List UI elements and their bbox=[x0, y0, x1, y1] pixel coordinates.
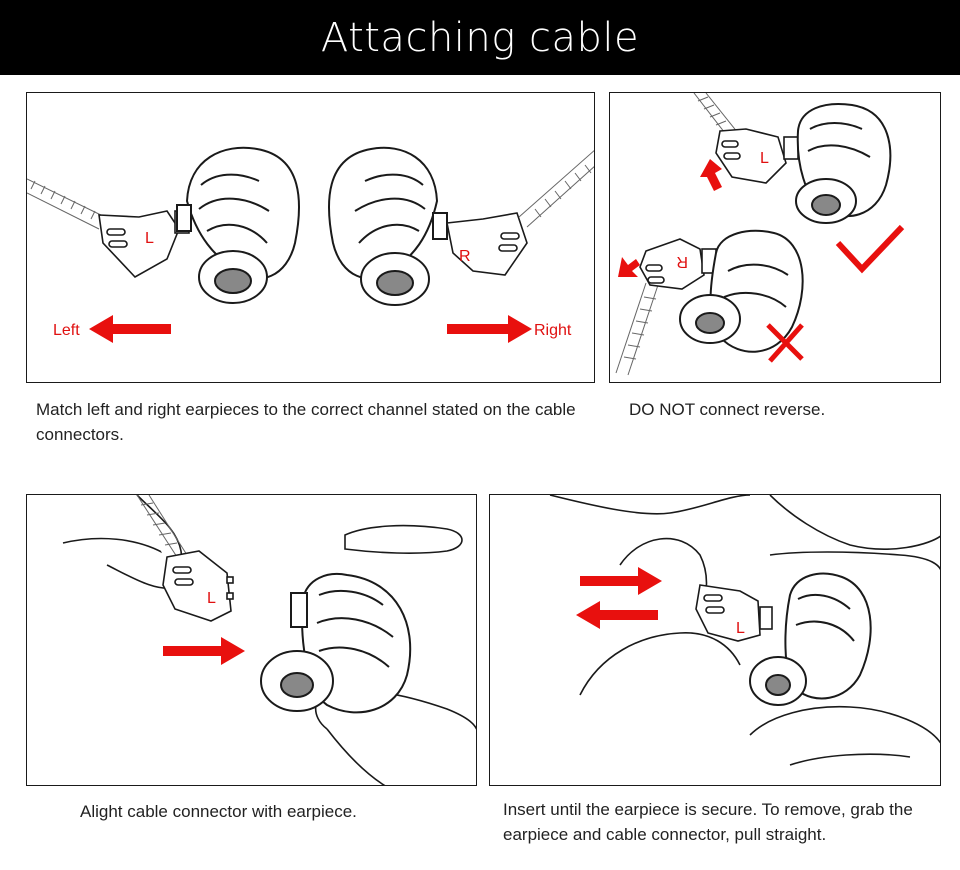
connector-left bbox=[98, 210, 190, 279]
hand-fingers bbox=[62, 495, 476, 785]
connector-top-label: L bbox=[760, 150, 769, 167]
page-title: Attaching cable bbox=[320, 14, 640, 61]
braided-cable-bottom bbox=[615, 282, 659, 376]
illustration-insert: L bbox=[549, 495, 940, 766]
illustration-reverse: L R bbox=[615, 93, 905, 376]
arrow-up bbox=[700, 159, 722, 191]
panel-reverse: L R bbox=[609, 92, 941, 383]
braided-cable-right bbox=[518, 150, 594, 228]
arrow-right bbox=[163, 637, 245, 665]
braided-cable bbox=[136, 495, 188, 558]
illustration-match-channels: L R Left Right bbox=[27, 146, 594, 343]
earpiece-left bbox=[176, 146, 300, 304]
braided-cable-left bbox=[27, 178, 106, 230]
connector-bottom bbox=[639, 238, 717, 290]
cross-mark bbox=[766, 323, 804, 363]
title-bar: Attaching cable bbox=[0, 0, 960, 75]
arrow-pull bbox=[576, 601, 658, 629]
caption-reverse: DO NOT connect reverse. bbox=[629, 400, 826, 419]
caption-insert: Insert until the earpiece is secure. To … bbox=[503, 800, 913, 844]
connector bbox=[162, 550, 234, 622]
left-label: Left bbox=[53, 322, 80, 339]
arrow-left bbox=[89, 315, 171, 343]
earpiece-top bbox=[795, 103, 892, 224]
hands bbox=[549, 495, 940, 766]
connector bbox=[695, 584, 773, 642]
caption-align: Alight cable connector with earpiece. bbox=[80, 802, 357, 821]
caption-match: Match left and right earpieces to the co… bbox=[36, 400, 576, 444]
check-mark bbox=[835, 224, 905, 274]
connector-top bbox=[715, 128, 799, 184]
connector-right bbox=[446, 212, 528, 276]
connector-left-label: L bbox=[145, 230, 154, 247]
connector-bottom-label: R bbox=[676, 253, 688, 270]
panel-align: L bbox=[26, 494, 477, 786]
earpiece bbox=[749, 572, 872, 706]
arrow-push bbox=[580, 567, 662, 595]
cable bbox=[619, 537, 708, 600]
earpiece-right bbox=[328, 146, 448, 306]
connector-label: L bbox=[736, 620, 745, 637]
panel-insert: L bbox=[489, 494, 941, 786]
connector-label: L bbox=[207, 590, 216, 607]
arrow-right bbox=[447, 315, 532, 343]
panel-match-channels: L R Left Right bbox=[26, 92, 595, 383]
earpiece-bottom bbox=[679, 229, 804, 353]
illustration-align: L bbox=[62, 495, 476, 785]
earpiece bbox=[260, 573, 412, 714]
arrow-down-left bbox=[618, 257, 640, 277]
braided-cable-top bbox=[693, 93, 739, 138]
connector-right-label: R bbox=[459, 248, 471, 265]
right-label: Right bbox=[534, 322, 572, 339]
